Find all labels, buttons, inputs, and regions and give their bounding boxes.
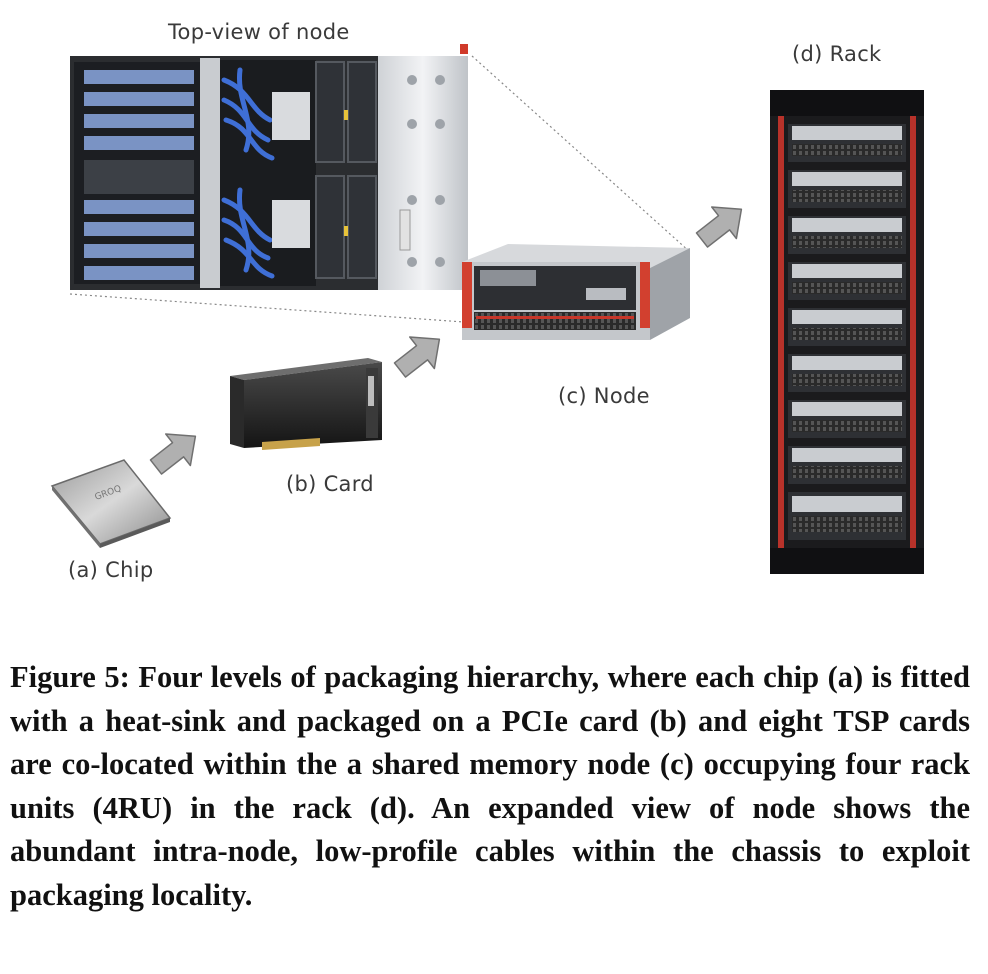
chip-image: GROQ: [50, 459, 172, 548]
rack-label: (d) Rack: [792, 42, 882, 66]
card-image: [230, 358, 382, 450]
top-view-node-image: [70, 44, 468, 290]
figure-caption: Figure 5: Four levels of packaging hiera…: [10, 660, 970, 912]
arrow-card-to-node: [393, 336, 441, 378]
arrow-chip-to-card: [149, 433, 197, 475]
arrow-node-to-rack: [695, 206, 743, 248]
top-view-label: Top-view of node: [168, 20, 350, 44]
chip-label: (a) Chip: [68, 558, 154, 582]
zoom-guide-lines: [69, 55, 691, 323]
packaging-hierarchy-figure: GROQ: [50, 44, 924, 574]
rack-image: [770, 90, 924, 574]
node-label: (c) Node: [558, 384, 650, 408]
rack-units: [788, 124, 906, 540]
card-label: (b) Card: [286, 472, 374, 496]
node-image: [462, 244, 690, 340]
